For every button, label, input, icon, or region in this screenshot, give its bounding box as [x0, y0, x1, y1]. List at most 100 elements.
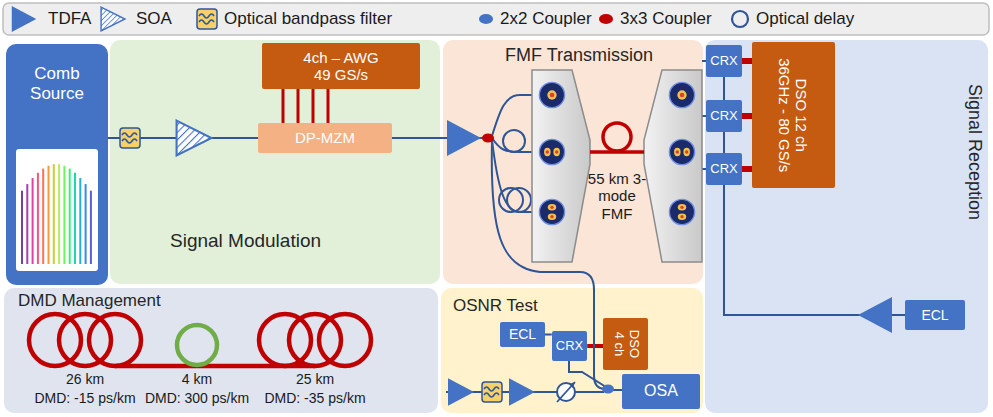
legend-swatch: [12, 6, 37, 32]
variable-attenuator: [569, 382, 575, 388]
mode-multiplexer: [532, 70, 590, 262]
comb-spectrum: [32, 178, 34, 264]
legend-text: 3x3 Coupler: [620, 9, 712, 29]
annotation-label: DMD: -35 ps/km: [264, 390, 365, 406]
variable-attenuator: [557, 382, 575, 402]
dmd-fiber-spool: [289, 314, 341, 366]
variable-attenuator: [557, 382, 575, 402]
box-label: DSO 12 ch: [794, 58, 811, 172]
fiber-connector: [724, 185, 905, 315]
mode-profile: [539, 199, 564, 224]
comb-spectrum: [21, 191, 23, 264]
soa-amplifier: [177, 121, 212, 156]
fiber-connector: [283, 89, 328, 123]
legend-item: SOA: [98, 4, 172, 34]
box-text-group: DP-MZM: [295, 129, 355, 146]
mode-profile: [539, 82, 694, 224]
legend-swatch: [196, 6, 218, 32]
instrument-box: DSO 4 ch: [603, 318, 648, 370]
tdfa-amplifier: [448, 378, 474, 406]
optical-delay: [507, 188, 531, 212]
annotation-label: 55 km 3-mode FMF: [586, 170, 648, 222]
panel-title: Signal Modulation: [170, 230, 321, 252]
comb-spectrum: [58, 164, 60, 264]
panel-ground: [443, 40, 703, 284]
dmd-fiber-spool: [29, 314, 371, 366]
variable-attenuator: [557, 383, 575, 401]
box-label: DP-MZM: [295, 129, 355, 146]
legend-text: Optical bandpass filter: [224, 9, 392, 29]
legend-swatch: [732, 11, 748, 27]
legend-swatch: [598, 6, 614, 32]
comb-spectrum: [85, 184, 87, 264]
legend-item: 3x3 Coupler: [598, 4, 712, 34]
tdfa-amplifier: [447, 120, 481, 156]
box-text-group: ECL: [509, 326, 536, 342]
receiver-box: CRX: [706, 153, 741, 185]
fiber-connector: [545, 334, 552, 336]
box-text-group: DSO 4 ch: [611, 328, 641, 360]
bandpass-filter: [482, 382, 502, 402]
box-text-group: ECL: [921, 307, 948, 323]
panel-heading: OSNR Test: [453, 296, 538, 316]
panel-heading: DMD Management: [18, 291, 161, 311]
receiver-box: CRX: [552, 331, 587, 361]
annotation-label: 26 km: [66, 371, 104, 387]
comb-spectrum: [37, 173, 39, 264]
panel-title: OSNR Test: [453, 296, 538, 316]
dmd-fiber-spool: [59, 314, 111, 366]
fiber-line: [492, 138, 532, 152]
box-text-group: 4ch – AWG 49 GS/s: [297, 49, 385, 84]
source-box: Comb Source: [6, 44, 108, 285]
legend-swatch: [197, 9, 217, 29]
fiber-connector: [742, 58, 752, 64]
box-label: ECL: [921, 307, 948, 323]
laser-box: ECL: [905, 300, 965, 330]
tdfa-amplifier: [509, 378, 535, 406]
panel-ground: [441, 288, 703, 413]
legend-swatch: [730, 6, 750, 32]
fiber-connector: [587, 344, 603, 348]
coupler-3x3: [482, 134, 494, 143]
annotation-label: 4 km: [182, 371, 212, 387]
box-label: Comb Source: [22, 64, 92, 103]
box-text-group: DSO 12 ch36GHz - 80 GS/s: [776, 58, 811, 172]
mode-profile: [669, 139, 694, 164]
coupler-2x2: [602, 385, 614, 394]
receiver-box: CRX: [706, 45, 741, 77]
box-text-group: CRX: [710, 54, 737, 69]
fmf-fiber-spool: [603, 123, 631, 151]
comb-spectrum: [26, 184, 28, 264]
legend-text: TDFA: [48, 9, 91, 29]
comb-spectrum: [42, 169, 44, 264]
fiber-line: [392, 61, 724, 392]
dmd-fiber-spool: [29, 314, 81, 366]
panel-title: DMD Management: [18, 291, 161, 311]
mode-profile: [539, 139, 564, 164]
box-text-group: CRX: [710, 162, 737, 177]
mode-profile: [669, 199, 694, 224]
modulator-box: DP-MZM: [258, 123, 392, 153]
analyzer-box: OSA: [622, 374, 700, 409]
mode-demultiplexer: [644, 70, 702, 262]
section-panel: FMF Transmission: [443, 40, 703, 284]
annotation-label: DMD: 300 ps/km: [145, 390, 249, 406]
section-panel: Signal ReceptionDSO 12 ch36GHz - 80 GS/s…: [705, 40, 988, 413]
box-label: OSA: [644, 382, 678, 400]
panel-heading: Signal Modulation: [170, 230, 321, 252]
box-label: CRX: [710, 54, 737, 69]
box-text-group: OSA: [644, 382, 678, 400]
comb-spectrum: [90, 191, 92, 264]
comb-spectrum: [79, 178, 81, 264]
box-label: CRX: [710, 162, 737, 177]
legend-swatch: [478, 6, 494, 32]
box-label: 4ch – AWG 49 GS/s: [297, 49, 385, 84]
dmd-fiber-spool: [259, 314, 311, 366]
laser-box: ECL: [500, 322, 545, 347]
legend-item: Optical bandpass filter: [196, 4, 392, 34]
comb-spectrum: [16, 149, 98, 271]
box-label: CRX: [556, 339, 583, 354]
